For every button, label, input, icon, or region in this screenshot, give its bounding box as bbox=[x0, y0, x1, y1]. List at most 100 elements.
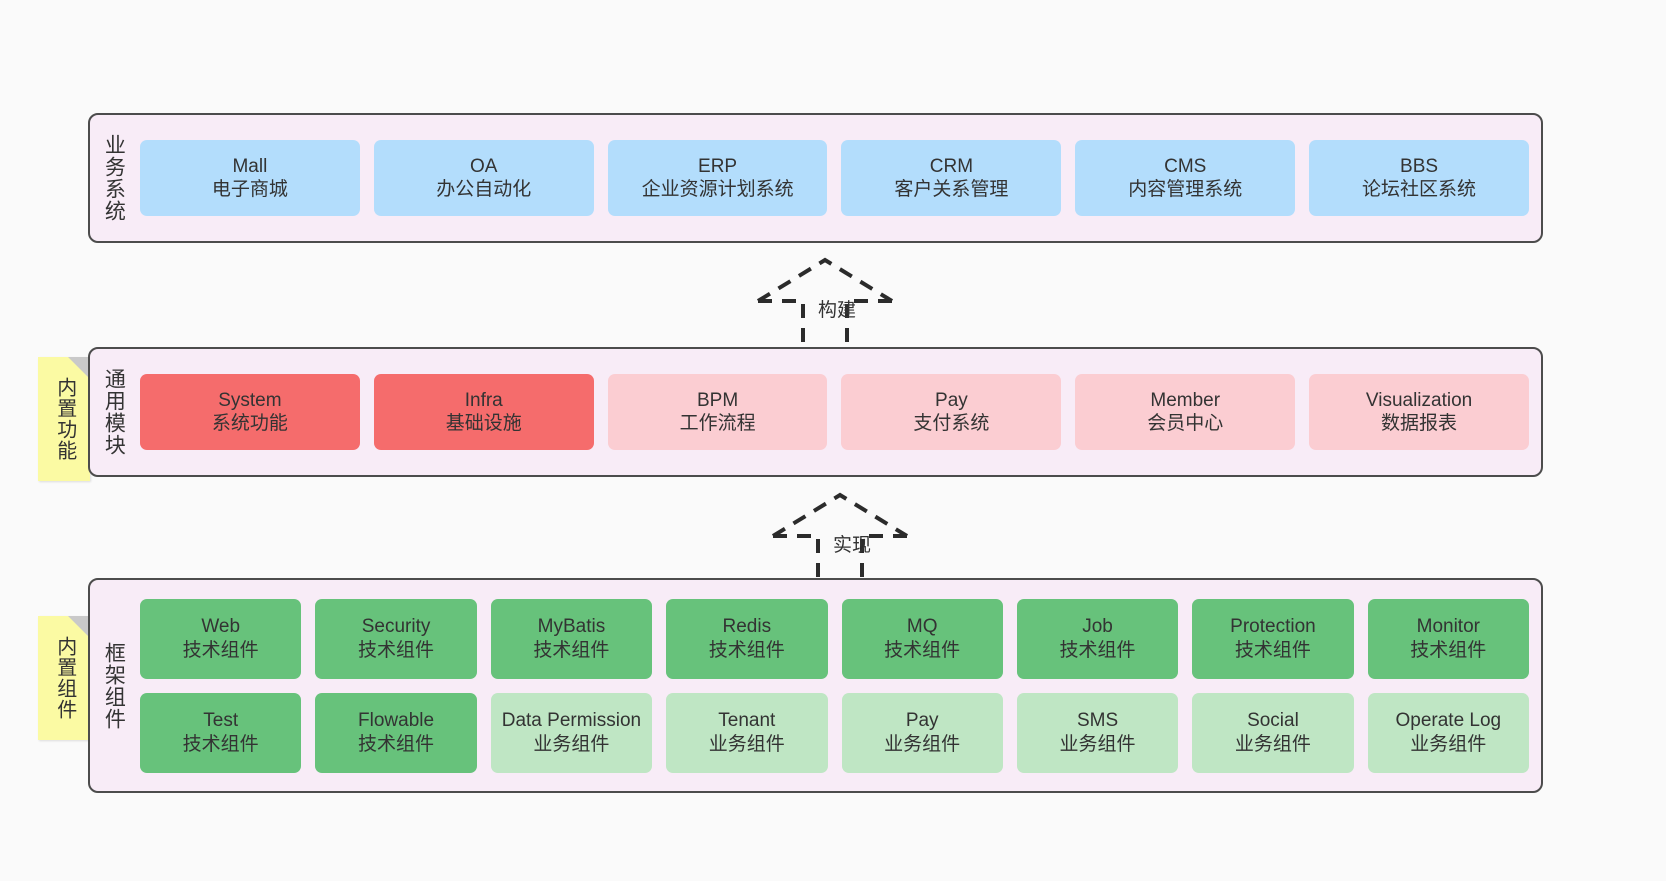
component-box-subtitle: 技术组件 bbox=[1234, 639, 1311, 661]
component-box-title: Flowable bbox=[358, 710, 435, 732]
arrow-implement-label: 实现 bbox=[832, 535, 871, 556]
component-box-subtitle: 工作流程 bbox=[679, 413, 756, 434]
component-box-subtitle: 数据报表 bbox=[1381, 413, 1458, 434]
component-box-subtitle: 技术组件 bbox=[358, 733, 435, 755]
component-box-title: ERP bbox=[698, 155, 738, 177]
component-box-subtitle: 技术组件 bbox=[182, 733, 259, 755]
component-box-subtitle: 技术组件 bbox=[708, 639, 785, 661]
component-box-subtitle: 系统功能 bbox=[211, 413, 288, 434]
component-box-title: SMS bbox=[1076, 710, 1119, 732]
component-box-subtitle: 业务组件 bbox=[1234, 733, 1311, 755]
component-box-subtitle: 业务组件 bbox=[708, 733, 785, 755]
arrow-build-label: 构建 bbox=[817, 300, 856, 321]
component-box-subtitle: 会员中心 bbox=[1147, 413, 1224, 434]
note-builtin-components-label: 内置组件 bbox=[53, 636, 76, 720]
component-box-subtitle: 电子商城 bbox=[211, 179, 288, 200]
component-box-title: Security bbox=[361, 616, 431, 638]
note-fold-corner-icon bbox=[68, 616, 90, 638]
component-box-subtitle: 业务组件 bbox=[1410, 733, 1487, 755]
component-box-title: Redis bbox=[722, 616, 772, 638]
component-box-title: Mall bbox=[232, 155, 268, 177]
component-box-title: Operate Log bbox=[1395, 710, 1502, 732]
component-box-title: Tenant bbox=[718, 710, 776, 732]
component-box-title: Pay bbox=[935, 389, 968, 411]
component-box-title: BPM bbox=[696, 389, 739, 411]
component-box-subtitle: 技术组件 bbox=[533, 639, 610, 661]
component-box-title: Web bbox=[201, 616, 241, 638]
component-box-subtitle: 业务组件 bbox=[533, 733, 610, 755]
component-box-subtitle: 技术组件 bbox=[1059, 639, 1136, 661]
component-box-subtitle: 技术组件 bbox=[358, 639, 435, 661]
component-box-title: Infra bbox=[464, 389, 503, 411]
component-box-subtitle: 支付系统 bbox=[913, 413, 990, 434]
component-box-title: Pay bbox=[905, 710, 939, 732]
component-box-title: MyBatis bbox=[537, 616, 606, 638]
component-box-subtitle: 业务组件 bbox=[884, 733, 961, 755]
component-box-title: MQ bbox=[906, 616, 938, 638]
component-box-subtitle: 基础设施 bbox=[445, 413, 522, 434]
component-box-subtitle: 企业资源计划系统 bbox=[641, 179, 794, 200]
note-builtin-components: 内置组件 bbox=[38, 616, 90, 740]
component-box-title: OA bbox=[470, 155, 498, 177]
component-box-title: CRM bbox=[929, 155, 974, 177]
component-box-subtitle: 技术组件 bbox=[884, 639, 961, 661]
component-box-subtitle: 客户关系管理 bbox=[894, 179, 1009, 200]
note-builtin-functions-label: 内置功能 bbox=[53, 377, 76, 461]
component-box-subtitle: 办公自动化 bbox=[436, 179, 532, 200]
component-box-title: Protection bbox=[1230, 616, 1316, 638]
component-box-title: System bbox=[218, 389, 282, 411]
component-box-title: Job bbox=[1082, 616, 1113, 638]
arrow-build: 构建 bbox=[755, 255, 905, 353]
component-box-subtitle: 技术组件 bbox=[182, 639, 259, 661]
component-box-subtitle: 技术组件 bbox=[1410, 639, 1487, 661]
component-box-title: Test bbox=[203, 710, 239, 732]
component-box-subtitle: 论坛社区系统 bbox=[1362, 179, 1477, 200]
component-box-title: CMS bbox=[1164, 155, 1207, 177]
note-fold-corner-icon bbox=[68, 357, 90, 379]
note-builtin-functions: 内置功能 bbox=[38, 357, 90, 481]
layer-business-title: 业务系统 bbox=[102, 134, 126, 222]
arrow-implement: 实现 bbox=[770, 490, 920, 588]
component-box-subtitle: 业务组件 bbox=[1059, 733, 1136, 755]
component-box-title: Social bbox=[1247, 710, 1299, 732]
component-box-title: Data Permission bbox=[501, 710, 642, 732]
